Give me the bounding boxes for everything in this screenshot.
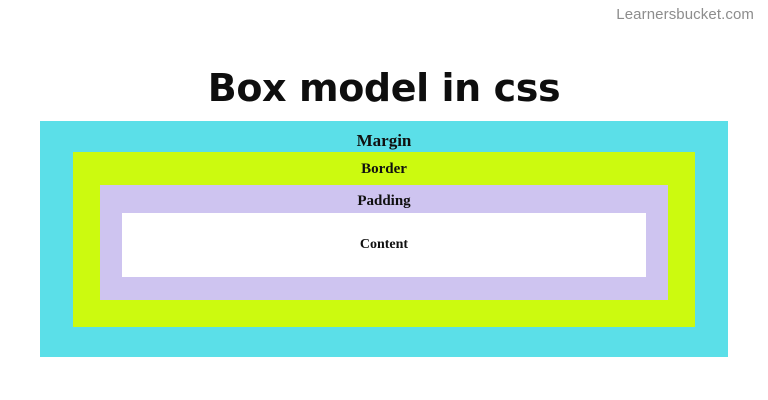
site-watermark: Learnersbucket.com: [616, 6, 754, 23]
box-label-margin: Margin: [356, 131, 412, 150]
box-model-diagram: Margin Border Padding Content: [40, 121, 728, 357]
box-label-content: Content: [359, 237, 409, 252]
box-label-padding: Padding: [357, 193, 411, 209]
box-label-border: Border: [361, 161, 407, 177]
box-layer-content: Content: [122, 213, 646, 277]
page-title: Box model in css: [207, 66, 561, 111]
